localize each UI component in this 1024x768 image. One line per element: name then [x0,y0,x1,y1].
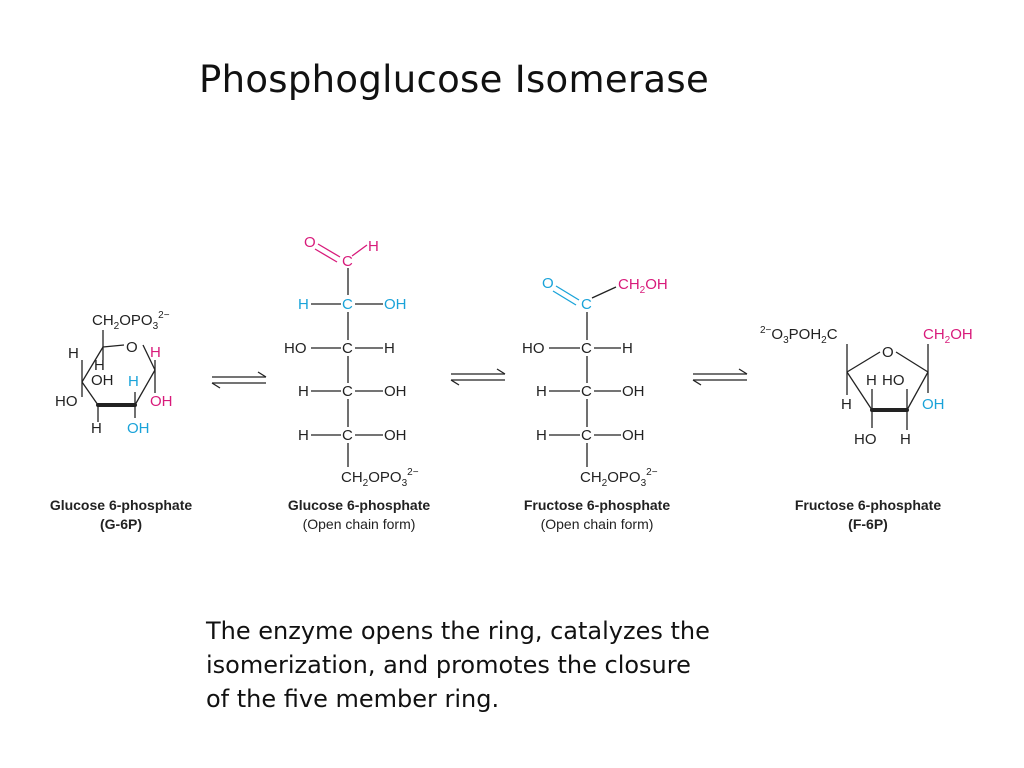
o3poh2c-label: 2−O3POH2C [760,325,838,346]
structure-abbrev: (G-6P) [100,516,142,532]
c2-label: C [342,296,353,313]
glucose-6-phosphate-ring: CH2OPO32− O H H OH HO H H OH H OH Glucos… [50,310,193,532]
c-label: C [581,383,592,400]
h-label: H [68,345,79,362]
aldehyde-h-label: H [368,238,379,255]
h-label: H [866,372,877,389]
structure-name: Fructose 6-phosphate [795,497,941,513]
structure-name: Fructose 6-phosphate [524,497,670,513]
h-label: H [94,357,105,374]
bond [142,344,156,371]
structure-name: Glucose 6-phosphate [288,497,431,513]
bond [846,351,881,373]
h-label: H [622,340,633,357]
h-label: H [91,420,102,437]
h-label: H [841,396,852,413]
h-label: H [536,427,547,444]
reverse-arrow-head [211,382,221,389]
h-label: H [298,427,309,444]
ho-label: HO [55,393,78,410]
ho-label: HO [882,372,905,389]
c-label: C [342,427,353,444]
structure-subtitle: (Open chain form) [541,516,654,532]
bond [81,346,104,383]
c-label: C [581,340,592,357]
bond [895,351,929,373]
double-bond [317,243,341,258]
ho-label: HO [284,340,307,357]
ch2opo3-label: CH2OPO32− [92,310,170,332]
structure-name: Glucose 6-phosphate [50,497,193,513]
bond [906,371,929,411]
structure-abbrev: (F-6P) [848,516,888,532]
h-label: H [298,296,309,313]
caption-line: isomerization, and promotes the closure [206,651,691,679]
equilibrium-arrow [450,368,506,386]
h-label: H [298,383,309,400]
keto-oxygen-label: O [542,275,554,292]
oh-label: OH [91,372,114,389]
glucose-6-phosphate-open-chain: O H C H C OH HO C H H C OH [284,234,430,532]
h-label: H [536,383,547,400]
ch2oh-label: CH2OH [618,276,668,296]
c1-label: C [342,253,353,270]
equilibrium-arrow [692,368,748,386]
oh-label: OH [622,383,645,400]
forward-arrow-head [738,368,748,375]
bond [81,381,99,406]
caption-line: The enzyme opens the ring, catalyzes the [206,617,710,645]
h-label-c2: H [128,373,139,390]
oh-label-anomeric: OH [150,393,173,410]
bond [134,369,156,406]
ch2opo3-label: CH2OPO32− [341,467,419,489]
double-bond [552,290,577,306]
aldehyde-oxygen-label: O [304,234,316,251]
ch2opo3-label: CH2OPO32− [580,467,658,489]
bond [591,286,617,299]
ho-label: HO [522,340,545,357]
ho-label: HO [854,431,877,448]
oh-label: OH [384,296,407,313]
reverse-arrow-head [450,379,460,386]
fructose-6-phosphate-open-chain: O C CH2OH HO C H H C OH H C O [522,275,670,532]
bond [102,344,125,348]
reverse-arrow-head [692,379,702,386]
caption-line: of the five member ring. [206,685,500,713]
ch2oh-label: CH2OH [923,326,973,346]
h-label: H [900,431,911,448]
h-label-anomeric: H [150,344,161,361]
c-label: C [342,340,353,357]
fructose-6-phosphate-ring: 2−O3POH2C CH2OH O H H HO HO H OH Fructos [760,325,973,532]
c2-label: C [581,296,592,313]
structure-subtitle: (Open chain form) [303,516,416,532]
ring-oxygen-label: O [882,344,894,361]
h-label: H [384,340,395,357]
forward-arrow-head [496,368,506,375]
double-bond [555,285,580,301]
oh-label: OH [922,396,945,413]
equilibrium-arrow [211,371,267,389]
slide-title: Phosphoglucose Isomerase [199,58,710,101]
c-label: C [581,427,592,444]
bond [351,244,368,257]
bond [846,371,873,411]
double-bond [314,248,338,263]
oh-label-c2: OH [127,420,150,437]
oh-label: OH [384,427,407,444]
oh-label: OH [384,383,407,400]
ring-oxygen-label: O [126,339,138,356]
oh-label: OH [622,427,645,444]
forward-arrow-head [257,371,267,378]
c-label: C [342,383,353,400]
slide-caption: The enzyme opens the ring, catalyzes the… [206,614,846,716]
